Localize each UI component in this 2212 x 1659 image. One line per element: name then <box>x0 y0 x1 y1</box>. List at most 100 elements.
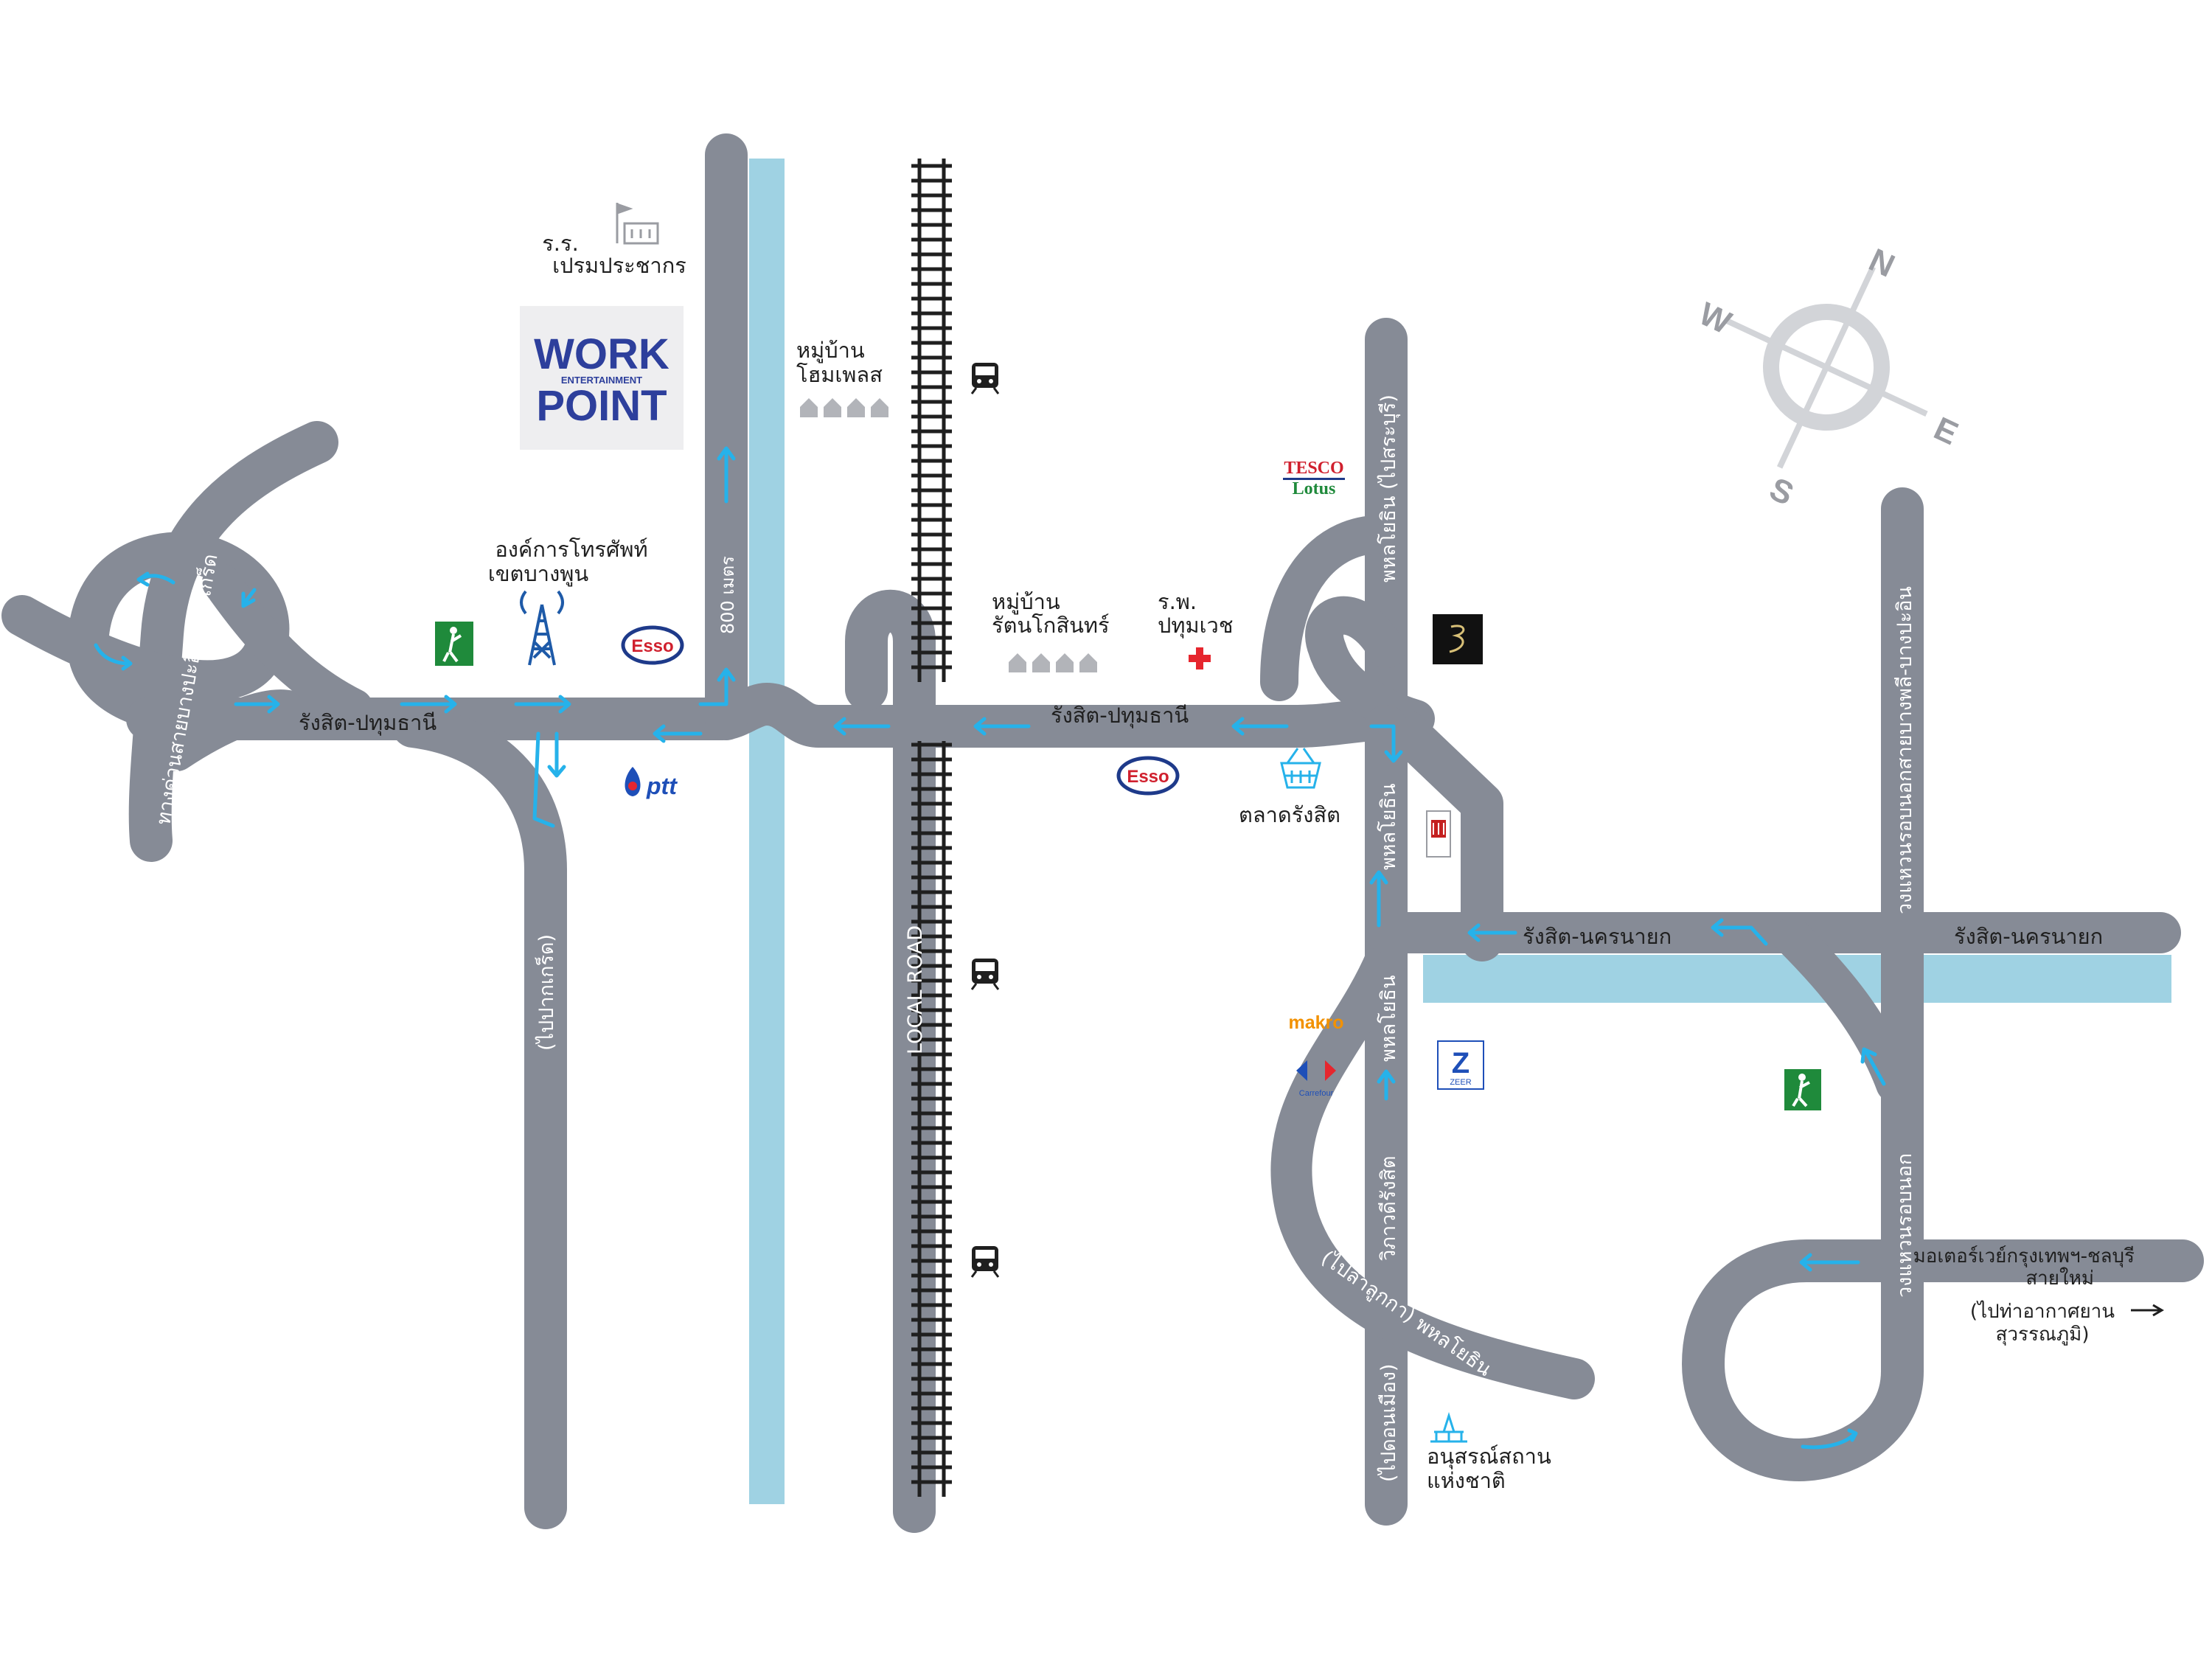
arrow-ramp-up <box>1860 1047 1886 1086</box>
label-to-pakkret: (ไปปากเกร็ด) <box>533 934 558 1051</box>
arrow-pakkret-down <box>547 731 566 778</box>
outer-ring-road <box>1682 487 2204 1481</box>
svg-text:Z: Z <box>1452 1047 1470 1079</box>
interchange-loop-road-2 <box>1305 596 1435 738</box>
river-horizontal <box>1423 955 2171 1003</box>
label-phahon-mid: พหลโยธิน <box>1377 784 1400 870</box>
train-part <box>977 379 981 383</box>
workpoint-point: POINT <box>536 382 667 430</box>
label-phahon-saraburi: พหลโยธิน (ไปสระบุรี) <box>1377 394 1401 582</box>
arrow-800m-turn <box>698 667 736 706</box>
arrow-phahon-up-2 <box>1377 1069 1396 1101</box>
direction-arrows <box>94 446 1886 1450</box>
arrow-west-1 <box>234 695 280 714</box>
place-labels: ร.ร.เปรมประชากร หมู่บ้านโฮมเพลส องค์การโ… <box>488 231 2164 1493</box>
to-pakkret-road <box>392 705 567 1529</box>
label-nakhonnayok-mid: รังสิต-นครนายก <box>1523 924 1672 949</box>
hotel-logo <box>1433 614 1483 664</box>
label-nakhonnayok-east: รังสิต-นครนายก <box>1954 924 2103 949</box>
houses-icon-2 <box>1009 653 1097 672</box>
arrow-phahon-up <box>1369 870 1388 928</box>
river-vertical <box>749 159 785 1504</box>
airport-arrow-icon <box>2131 1304 2164 1317</box>
arrow-main-west-3 <box>1231 717 1289 736</box>
label-rangsit-pathum-east: รังสิต-ปทุมธานี <box>1051 703 1189 728</box>
house-icon <box>1056 653 1074 672</box>
phahon-diagonal-road <box>1383 709 1503 961</box>
expressway-loop-road <box>1 532 290 732</box>
label-monument: อนุสรณ์สถานแห่งชาติ <box>1427 1444 1551 1493</box>
label-ring-road: วงแหวนรอบนอกสายบางพลี-บางปะอิน <box>1893 586 1916 914</box>
arrow-west-2 <box>400 695 457 714</box>
compass-west: W <box>1694 296 1737 341</box>
arrow-phahon-corner <box>1369 724 1403 763</box>
train-part <box>970 983 1000 990</box>
lamlukka-road <box>1270 938 1595 1399</box>
label-motorway: มอเตอร์เวย์กรุงเทพฯ-ชลบุรีสายใหม่ <box>1913 1245 2135 1290</box>
basket-icon <box>1280 748 1321 789</box>
compass-rose <box>1725 265 1928 469</box>
expressway-ramp-road-2 <box>202 563 373 727</box>
arrow-main-west-2 <box>973 717 1031 736</box>
svg-text:Lotus: Lotus <box>1293 479 1336 498</box>
train-part <box>977 1262 981 1267</box>
arrow-motorway-west <box>1799 1253 1860 1272</box>
local-road <box>845 589 936 1533</box>
river-layer <box>749 159 2171 1504</box>
arrow-nakhonnayok-west-2 <box>1711 918 1768 946</box>
telephone-tower-icon <box>520 590 564 666</box>
arrow-pakkret-uturn <box>532 731 555 828</box>
train-part <box>977 975 981 979</box>
svg-text:Esso: Esso <box>631 636 673 656</box>
label-village-rattanakosin: หมู่บ้านรัตนโกสินทร์ <box>992 589 1110 638</box>
zeer-logo: Z ZEER <box>1437 1040 1484 1090</box>
workpoint-work: WORK <box>534 330 669 378</box>
label-phahon-lower: พหลโยธิน <box>1377 975 1400 1062</box>
train-part <box>975 1250 995 1259</box>
train-part <box>989 1262 993 1267</box>
svg-text:ptt: ptt <box>646 773 678 799</box>
arrow-loop-nw-3 <box>241 588 257 608</box>
svg-text:TESCO: TESCO <box>1284 459 1343 478</box>
building-logo <box>1426 810 1451 858</box>
rail-ties-south <box>911 742 952 1484</box>
arrow-west-3 <box>514 695 571 714</box>
svg-text:ZEER: ZEER <box>1450 1078 1471 1087</box>
workpoint-logo: WORK ENTERTAINMENT POINT <box>520 306 684 450</box>
label-market: ตลาดรังสิต <box>1239 802 1340 827</box>
houses-icon <box>800 398 888 417</box>
golf-icon-east <box>1784 1069 1821 1110</box>
train-part <box>989 379 993 383</box>
interchange-loop-road <box>1260 515 1405 701</box>
train-icon <box>970 363 1000 394</box>
label-telephone-org: องค์การโทรศัพท์เขตบางพูน <box>488 537 648 587</box>
label-rangsit-pathum-west: รังสิต-ปทุมธานี <box>299 710 437 736</box>
label-school: ร.ร.เปรมประชากร <box>542 231 686 278</box>
esso-logo-2: Esso <box>1116 756 1180 796</box>
svg-text:Esso: Esso <box>1127 767 1169 787</box>
compass-letters: N E S W <box>1694 242 1964 512</box>
house-icon <box>1009 653 1026 672</box>
label-donmueang: (ไปดอนเมือง) <box>1377 1364 1400 1482</box>
label-airport: (ไปท่าอากาศยานสุวรรณภูมิ) <box>1970 1300 2115 1346</box>
house-icon <box>871 398 888 417</box>
esso-logo: Esso <box>621 625 684 665</box>
tesco-lotus-logo: TESCO Lotus <box>1283 459 1345 498</box>
label-800m: 800 เมตร <box>717 556 738 634</box>
expressway-road <box>128 421 338 862</box>
train-icon-2 <box>970 959 1000 990</box>
golf-icon <box>435 622 473 666</box>
arrow-800m-up <box>717 446 736 504</box>
train-part <box>975 366 995 375</box>
rail-ties-north <box>911 164 952 669</box>
house-icon <box>824 398 841 417</box>
label-hospital: ร.พ.ปทุมเวช <box>1158 589 1234 639</box>
arrow-loop-nw-1 <box>94 643 133 671</box>
train-part <box>989 975 993 979</box>
workpoint-logo-bg <box>520 306 684 450</box>
compass-south: S <box>1764 470 1798 512</box>
label-local-road: LOCAL ROAD <box>904 925 927 1054</box>
train-part <box>970 1270 1000 1278</box>
svg-text:Carrefour: Carrefour <box>1299 1089 1334 1098</box>
train-part <box>975 962 995 971</box>
